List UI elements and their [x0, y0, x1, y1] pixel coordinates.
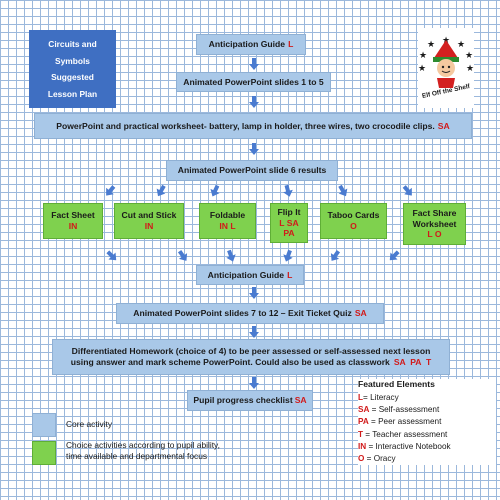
code-tag: L	[288, 39, 294, 50]
arrow-diagonal-icon	[283, 184, 293, 197]
box-label: Taboo Cards	[327, 210, 380, 221]
arrow-diagonal-icon	[338, 184, 348, 197]
code-tag: SA	[354, 308, 367, 319]
svg-text:★: ★	[427, 39, 435, 49]
slides-7-12-box: Animated PowerPoint slides 7 to 12 – Exi…	[116, 303, 384, 324]
practical-worksheet-box: PowerPoint and practical worksheet- batt…	[34, 113, 472, 139]
arrow-down-icon	[249, 377, 259, 389]
code-tag: O	[350, 221, 357, 231]
key-line: Choice activities according to pupil abi…	[66, 440, 220, 450]
box-label: Flip It	[277, 206, 301, 217]
choice-activity-key-label: Choice activities according to pupil abi…	[66, 440, 220, 463]
box-label: Anticipation Guide	[207, 269, 285, 280]
legend-row: L= Literacy	[358, 393, 399, 402]
arrow-diagonal-icon	[389, 250, 400, 261]
code-tag: IN	[144, 221, 154, 231]
arrow-down-icon	[249, 143, 259, 155]
arrow-down-icon	[249, 58, 259, 70]
arrow-diagonal-icon	[210, 184, 220, 197]
title-line: Symbols	[55, 55, 90, 66]
foldable-box: Foldable IN L	[199, 203, 256, 239]
taboo-cards-box: Taboo Cards O	[320, 203, 387, 239]
cut-and-stick-box: Cut and Stick IN	[114, 203, 184, 239]
homework-line: Differentiated Homework (choice of 4) to…	[71, 346, 431, 357]
svg-text:★: ★	[465, 50, 473, 60]
code-tag: L SA	[279, 217, 299, 228]
title-block: Circuits and Symbols Suggested Lesson Pl…	[29, 30, 116, 108]
box-label: Foldable	[209, 210, 246, 221]
core-activity-swatch	[32, 413, 56, 437]
homework-box: Differentiated Homework (choice of 4) to…	[52, 339, 450, 375]
featured-elements-legend: Featured Elements L= Literacy SA = Self-…	[358, 379, 496, 466]
arrow-down-icon	[249, 287, 259, 299]
arrow-down-icon	[249, 326, 259, 338]
box-label: Animated PowerPoint slides 1 to 5	[183, 76, 324, 87]
svg-text:★: ★	[419, 50, 427, 60]
elf-logo-graphic: ★ ★ ★ ★ ★ ★ ★	[418, 35, 474, 88]
homework-line: using answer and mark scheme PowerPoint.…	[70, 357, 390, 367]
legend-row: PA = Peer assessment	[358, 417, 442, 427]
arrow-diagonal-icon	[177, 249, 188, 261]
title-line: Suggested	[51, 72, 94, 83]
arrow-diagonal-icon	[106, 185, 116, 196]
fact-sheet-box: Fact Sheet IN	[43, 203, 103, 239]
box-label: Anticipation Guide	[208, 39, 286, 50]
code-tag: L O	[427, 229, 442, 240]
code-tag: PA	[283, 228, 295, 239]
svg-text:★: ★	[466, 63, 474, 73]
choice-activity-swatch	[32, 441, 56, 465]
box-label: PowerPoint and practical worksheet- batt…	[56, 120, 435, 131]
elf-logo: ★ ★ ★ ★ ★ ★ ★ Elf Off the Shelf	[418, 28, 474, 108]
arrow-diagonal-icon	[402, 185, 412, 196]
arrow-diagonal-icon	[106, 250, 117, 261]
code-tag: SA	[437, 120, 450, 131]
box-label: Fact Sheet	[51, 210, 95, 221]
title-line: Lesson Plan	[47, 88, 98, 99]
svg-text:★: ★	[418, 63, 426, 73]
slides-1-5-box: Animated PowerPoint slides 1 to 5	[176, 72, 331, 92]
box-label: Animated PowerPoint slides 7 to 12 – Exi…	[133, 308, 352, 319]
legend-row: IN = Interactive Notebook	[358, 441, 451, 451]
arrow-down-icon	[249, 96, 259, 108]
legend-row: SA = Self-assessment	[358, 405, 440, 415]
code-tag: IN	[68, 221, 78, 231]
key-line: time available and departmental focus	[66, 451, 208, 462]
code-tag: SA PA T	[393, 357, 432, 367]
box-label: Worksheet	[412, 218, 457, 229]
core-activity-key-label: Core activity	[66, 419, 113, 429]
box-label: Pupil progress checklist	[193, 395, 293, 406]
box-label: Fact Share	[412, 207, 457, 218]
slide-6-box: Animated PowerPoint slide 6 results	[166, 160, 338, 181]
code-tag: SA	[294, 395, 307, 406]
box-label: Animated PowerPoint slide 6 results	[177, 165, 327, 176]
arrow-diagonal-icon	[283, 249, 293, 262]
fact-share-worksheet-box: Fact Share Worksheet L O	[403, 203, 466, 245]
arrow-diagonal-icon	[330, 249, 341, 261]
svg-text:★: ★	[457, 39, 465, 49]
code-tag: L	[287, 269, 293, 280]
legend-row: T = Teacher assessment	[358, 429, 448, 439]
flip-it-box: Flip It L SA PA	[270, 203, 308, 243]
box-label: Cut and Stick	[121, 210, 177, 221]
featured-elements-heading: Featured Elements	[358, 379, 435, 389]
code-tag: IN L	[219, 221, 236, 231]
title-line: Circuits and	[48, 39, 97, 50]
legend-row: O = Oracy	[358, 454, 396, 464]
arrow-diagonal-icon	[226, 249, 236, 262]
arrow-diagonal-icon	[156, 184, 166, 197]
